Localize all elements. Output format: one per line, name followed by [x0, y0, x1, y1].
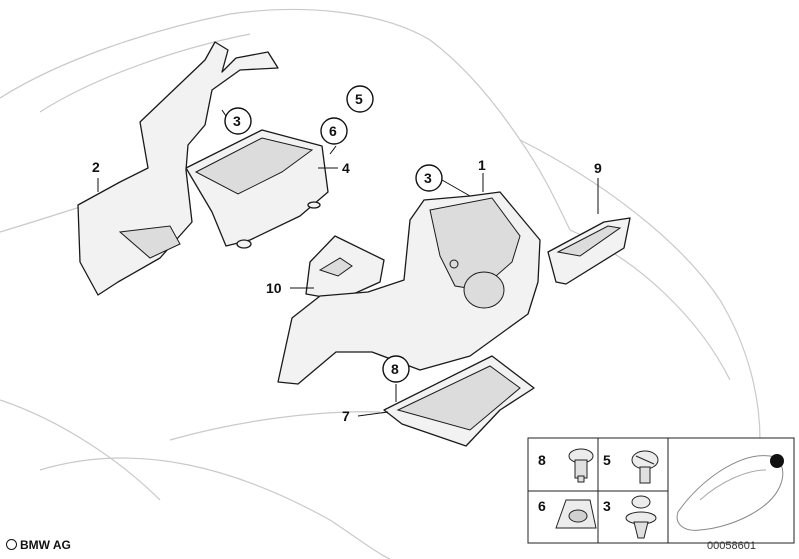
document-number: 00058601 [707, 540, 756, 552]
callout-6: 6 [329, 123, 337, 139]
push-rivet-icon [568, 448, 594, 483]
fastener-legend: 8 5 6 3 [527, 437, 795, 544]
callout-5-circle [346, 85, 374, 113]
copyright-label: BMW AG [6, 538, 71, 552]
callout-5: 5 [355, 91, 363, 107]
callout-3a-circle [224, 107, 252, 135]
part-9-side-box [547, 178, 631, 285]
callout-7: 7 [342, 408, 350, 424]
callout-3a: 3 [233, 113, 241, 129]
callout-10: 10 [266, 280, 282, 296]
callout-3b: 3 [424, 170, 432, 186]
screw-icon [631, 450, 659, 484]
callout-1: 1 [478, 157, 486, 173]
callout-8: 8 [391, 361, 399, 377]
expanding-rivet-icon [625, 495, 657, 539]
callout-6-circle [320, 117, 348, 145]
part-10-bracket [290, 235, 385, 301]
part-4-storage-tray [185, 129, 338, 249]
legend-label-8: 8 [538, 452, 546, 468]
part-1-trunk-trim [277, 173, 541, 385]
callout-8-circle [382, 355, 410, 383]
car-body-outline [0, 8, 761, 559]
car-locator-icon [676, 454, 784, 531]
callout-9: 9 [594, 160, 602, 176]
legend-label-5: 5 [603, 452, 611, 468]
part-2-side-trim [77, 41, 279, 296]
legend-label-3: 3 [603, 498, 611, 514]
callout-3b-circle [415, 164, 443, 192]
legend-label-6: 6 [538, 498, 546, 514]
callout-4: 4 [342, 160, 350, 176]
callout-2: 2 [92, 159, 100, 175]
copyright-text: BMW AG [20, 538, 71, 552]
part-7-floor-tray [357, 355, 535, 447]
clip-nut-icon [555, 499, 597, 529]
copyright-icon [6, 539, 17, 550]
